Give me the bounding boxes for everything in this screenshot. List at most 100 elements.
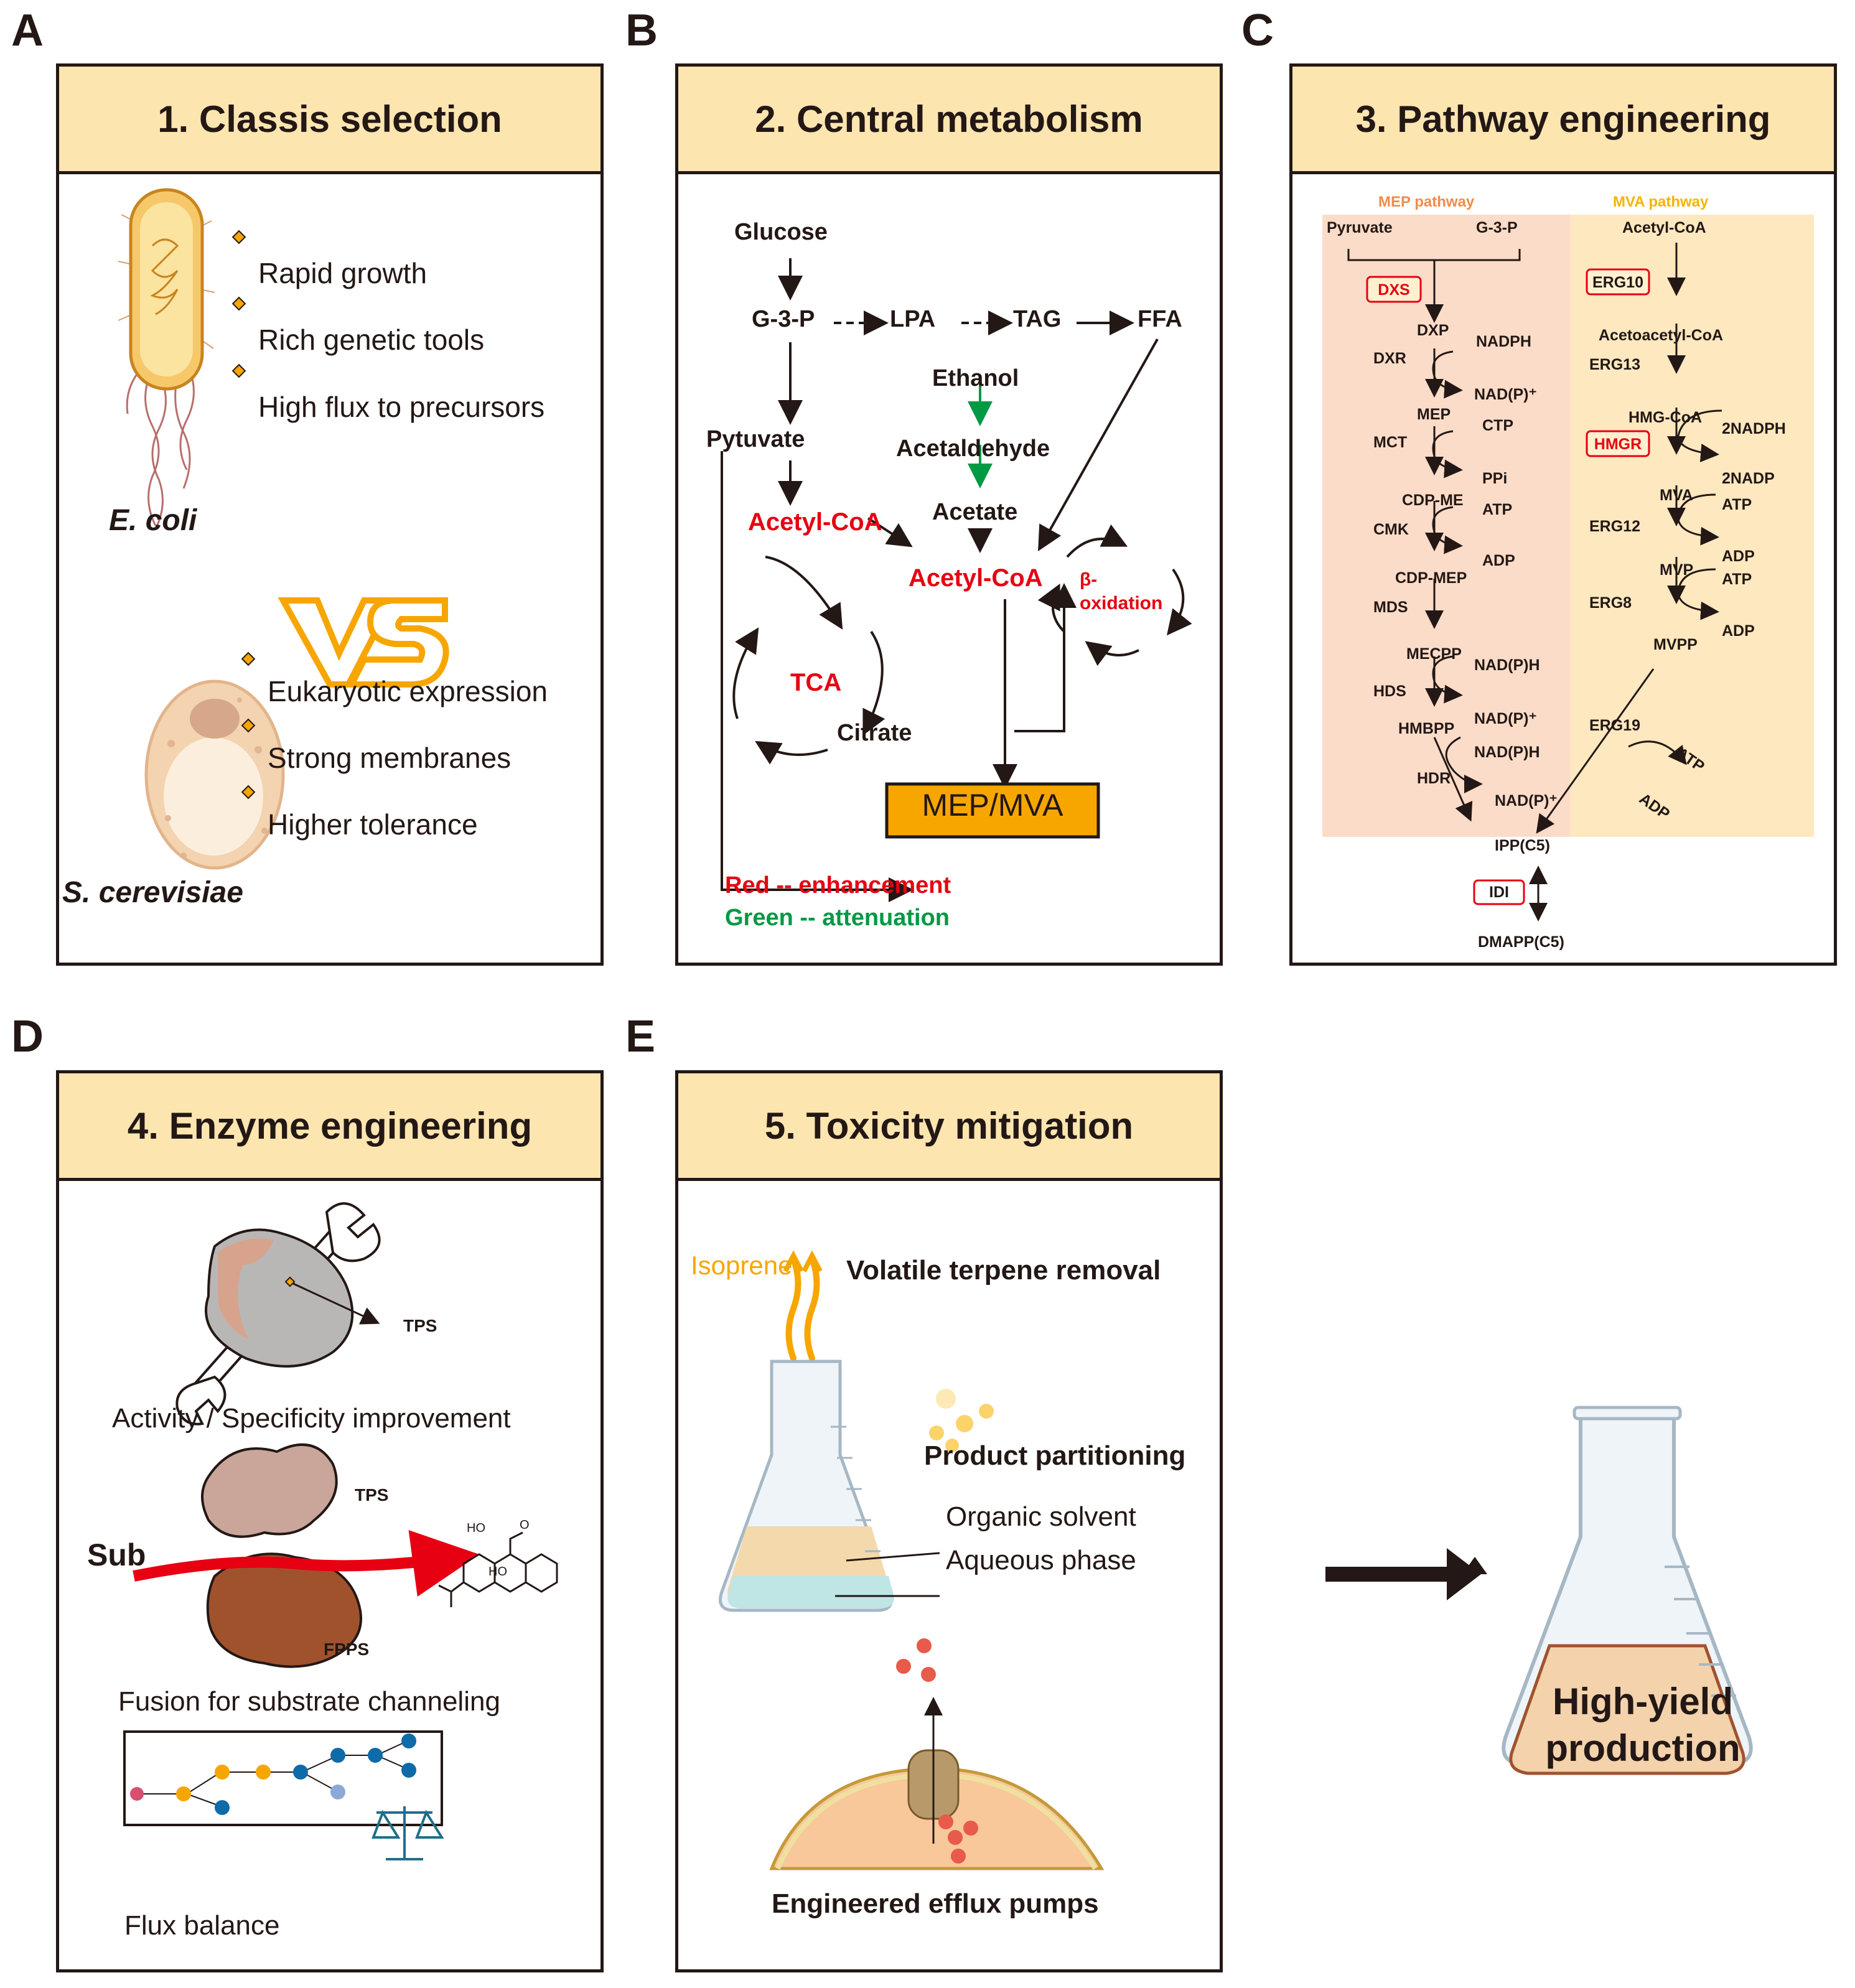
mep-ppi: PPi [1482, 470, 1508, 487]
molecule-o: O [520, 1518, 530, 1532]
mep-nadph-2: NAD(P)H [1474, 656, 1540, 674]
panel-letter-c: C [1241, 6, 1274, 55]
ecoli-illustration [118, 188, 449, 870]
final-label-1: High-yield [1552, 1681, 1733, 1722]
panel-b-title: 2. Central metabolism [678, 67, 1220, 174]
mep-mds: MDS [1373, 599, 1408, 616]
panel-c: 3. Pathway engineering [1289, 63, 1837, 966]
central-metabolism-diagram [721, 258, 1192, 902]
mep-nadp-2: NAD(P)⁺ [1474, 710, 1537, 727]
node-oxidation: oxidation [1080, 593, 1163, 614]
ecoli-feature-1: Rapid growth [258, 257, 428, 289]
node-acetaldehyde: Acetaldehyde [896, 436, 1050, 462]
node-ipp: IPP(C5) [1495, 837, 1550, 854]
node-acetylcoa-2: Acetyl-CoA [909, 564, 1043, 592]
panel-e-title: 5. Toxicity mitigation [678, 1073, 1220, 1181]
legend-red: Red -- enhancement [725, 872, 951, 898]
mva-adp-2: ADP [1722, 622, 1755, 640]
tps-label-1: TPS [403, 1316, 437, 1335]
mep-cdpmep: CDP-MEP [1395, 569, 1467, 587]
mva-header: MVA pathway [1613, 194, 1709, 210]
mva-adp-1: ADP [1722, 548, 1755, 565]
mva-mvpp: MVPP [1653, 636, 1698, 653]
mva-acetylcoa: Acetyl-CoA [1622, 219, 1706, 236]
molecule-ho-2: HO [488, 1565, 507, 1579]
mep-cmk: CMK [1373, 521, 1409, 538]
mep-mep: MEP [1417, 406, 1451, 423]
mep-atp: ATP [1482, 501, 1513, 518]
node-mep-mva: MEP/MVA [922, 788, 1063, 823]
enzyme-erg10: ERG10 [1592, 274, 1643, 291]
node-beta: β- [1080, 569, 1098, 590]
toxicity-illustration [719, 1250, 1105, 1870]
panel-letter-b: B [625, 6, 658, 55]
ecoli-label: E. coli [109, 504, 197, 537]
mva-acetoacetyl: Acetoacetyl-CoA [1599, 327, 1724, 344]
flux-caption: Flux balance [124, 1910, 280, 1941]
mep-dxr: DXR [1373, 350, 1406, 367]
mva-mva: MVA [1660, 487, 1693, 504]
node-tca: TCA [790, 669, 842, 696]
enzyme-hmgr: HMGR [1594, 436, 1642, 453]
panel-d: 4. Enzyme engineering [56, 1070, 604, 1972]
molecule-ho-1: HO [467, 1521, 485, 1535]
mva-2nadph: 2NADPH [1722, 420, 1786, 437]
panel-letter-a: A [11, 6, 44, 55]
panel-b: 2. Central metabolism [675, 63, 1223, 966]
panel-a-title: 1. Classis selection [59, 67, 600, 174]
aqueous-phase-label: Aqueous phase [946, 1545, 1136, 1575]
ecoli-feature-3: High flux to precursors [258, 391, 545, 423]
tps-label-2: TPS [355, 1485, 389, 1505]
yeast-label: S. cerevisiae [62, 876, 243, 909]
mep-dxp: DXP [1417, 322, 1449, 339]
node-glucose: Glucose [734, 219, 828, 245]
mva-2nadp: 2NADP [1722, 470, 1775, 487]
node-acetate: Acetate [932, 499, 1018, 525]
mep-nadp-3: NAD(P)⁺ [1495, 792, 1558, 810]
isoprene-label: Isoprene [691, 1251, 793, 1280]
mva-atp-1: ATP [1722, 496, 1752, 513]
node-pytuvate: Pytuvate [706, 426, 805, 452]
mva-atp-2: ATP [1722, 571, 1752, 588]
mep-nadph: NADPH [1476, 333, 1531, 350]
pathway-diagram [1322, 215, 1814, 922]
sub-label: Sub [87, 1538, 146, 1572]
legend-green: Green -- attenuation [725, 905, 950, 931]
activity-caption: Activity / Specificity improvement [112, 1403, 511, 1434]
node-tag: TAG [1013, 306, 1062, 332]
panel-d-title: 4. Enzyme engineering [59, 1073, 600, 1181]
organic-solvent-label: Organic solvent [946, 1501, 1136, 1532]
mep-mecpp: MECPP [1406, 645, 1462, 663]
node-ethanol: Ethanol [932, 365, 1019, 391]
enzyme-idi: IDI [1489, 884, 1509, 901]
node-acetylcoa-1: Acetyl-CoA [748, 508, 882, 536]
mep-adp: ADP [1482, 552, 1515, 569]
mva-erg8: ERG8 [1589, 594, 1632, 612]
mep-ctp: CTP [1482, 417, 1513, 434]
mva-mvp: MVP [1660, 561, 1694, 579]
mep-nadp-plus: NAD(P)⁺ [1474, 386, 1537, 403]
mva-erg13: ERG13 [1589, 356, 1640, 373]
mva-erg19: ERG19 [1589, 717, 1640, 734]
mep-pyruvate: Pyruvate [1327, 219, 1393, 236]
mep-hdr: HDR [1417, 770, 1451, 787]
mep-nadph-3: NAD(P)H [1474, 744, 1540, 761]
mep-hds: HDS [1373, 683, 1406, 700]
final-illustration [1325, 1406, 1753, 1775]
ecoli-feature-2: Rich genetic tools [258, 324, 485, 356]
panel-a: 1. Classis selection [56, 63, 604, 966]
node-ffa: FFA [1138, 306, 1182, 332]
panel-c-title: 3. Pathway engineering [1292, 67, 1834, 174]
yeast-feature-3: Higher tolerance [268, 808, 478, 841]
node-dmapp: DMAPP(C5) [1478, 933, 1564, 951]
node-g3p: G-3-P [752, 306, 815, 332]
panel-letter-d: D [11, 1012, 44, 1062]
panel-letter-e: E [625, 1012, 656, 1062]
mep-hmbpp: HMBPP [1398, 720, 1455, 737]
volatile-label: Volatile terpene removal [846, 1255, 1161, 1286]
yeast-feature-2: Strong membranes [268, 742, 512, 774]
efflux-label: Engineered efflux pumps [772, 1888, 1099, 1919]
panel-e: 5. Toxicity mitigation [675, 1070, 1223, 1972]
partitioning-label: Product partitioning [924, 1440, 1186, 1471]
mep-g3p: G-3-P [1476, 219, 1518, 236]
